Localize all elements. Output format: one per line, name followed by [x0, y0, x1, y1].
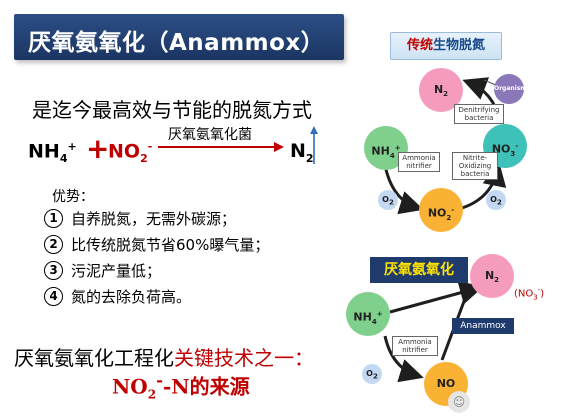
advantage-item: 3 污泥产量低； — [44, 260, 161, 281]
advantage-text: 氮的去除负荷高。 — [71, 288, 192, 306]
label-nitrite: Nitrite-Oxidizing bacteria — [452, 152, 498, 180]
node-no3: NO3- — [483, 124, 527, 168]
slide-title: 厌氧氨氧化（Anammox） — [28, 30, 325, 56]
anammox-title: 厌氧氨氧化 — [370, 257, 468, 283]
title-bar: 厌氧氨氧化（Anammox） — [14, 14, 344, 60]
node-organism: Organism — [494, 74, 527, 104]
reactant-nh4: NH4+ — [28, 140, 77, 166]
footer-line1: 厌氧氨氧化工程化关键技术之一： — [14, 346, 314, 370]
label-ammonia-trad: Ammonia nitrifier — [398, 152, 440, 172]
advantages-title: 优势： — [52, 189, 94, 205]
circled-number: 4 — [44, 287, 63, 306]
footer-line2: NO2--N的来源 — [112, 370, 250, 402]
arc-nh4-to-no2 — [383, 164, 424, 215]
circled-number: 2 — [44, 235, 63, 254]
plus-sign: + — [86, 132, 110, 165]
circled-number: 1 — [44, 209, 63, 228]
label-ammonia-anammox: Ammonia nitrifier — [392, 336, 438, 356]
circled-number: 3 — [44, 261, 63, 280]
product-n2: N2 — [290, 140, 314, 165]
advantage-item: 4 氮的去除负荷高。 — [44, 286, 191, 307]
advantage-text: 自养脱氮，无需外碳源； — [71, 210, 237, 228]
arc-nh4-to-no2-anammox — [383, 335, 424, 383]
arc-nh4-to-n2-anammox — [389, 281, 484, 314]
label-denitrifying: Denitrifying bacteria — [454, 104, 504, 124]
gas-up-arrowhead — [310, 126, 318, 134]
node-n2-anammox: N2 — [470, 254, 514, 298]
node-o2-right: O2 — [486, 190, 506, 210]
node-nh4-anammox: NH4+ — [346, 292, 390, 336]
reactant-no2: NO2- — [108, 140, 153, 166]
arrow-label: 厌氧氨氧化菌 — [168, 127, 252, 143]
advantage-text: 污泥产量低； — [71, 262, 162, 280]
watermark-icon: ☺ — [448, 391, 470, 413]
label-anammox: Anammox — [452, 318, 514, 334]
advantage-text: 比传统脱氮节省60%曝气量； — [71, 236, 270, 254]
advantage-item: 1 自养脱氮，无需外碳源； — [44, 208, 236, 229]
traditional-title: 传统生物脱氮 — [390, 32, 502, 60]
advantage-item: 2 比传统脱氮节省60%曝气量； — [44, 234, 269, 255]
node-no2: NO2- — [419, 188, 463, 232]
node-o2-anammox: O2 — [362, 364, 382, 384]
no3-note: (NO3-) — [514, 286, 545, 302]
node-o2-left: O2 — [378, 190, 398, 210]
tagline: 是迄今最高效与节能的脱氮方式 — [32, 98, 312, 122]
reaction-arrowhead — [274, 142, 284, 152]
